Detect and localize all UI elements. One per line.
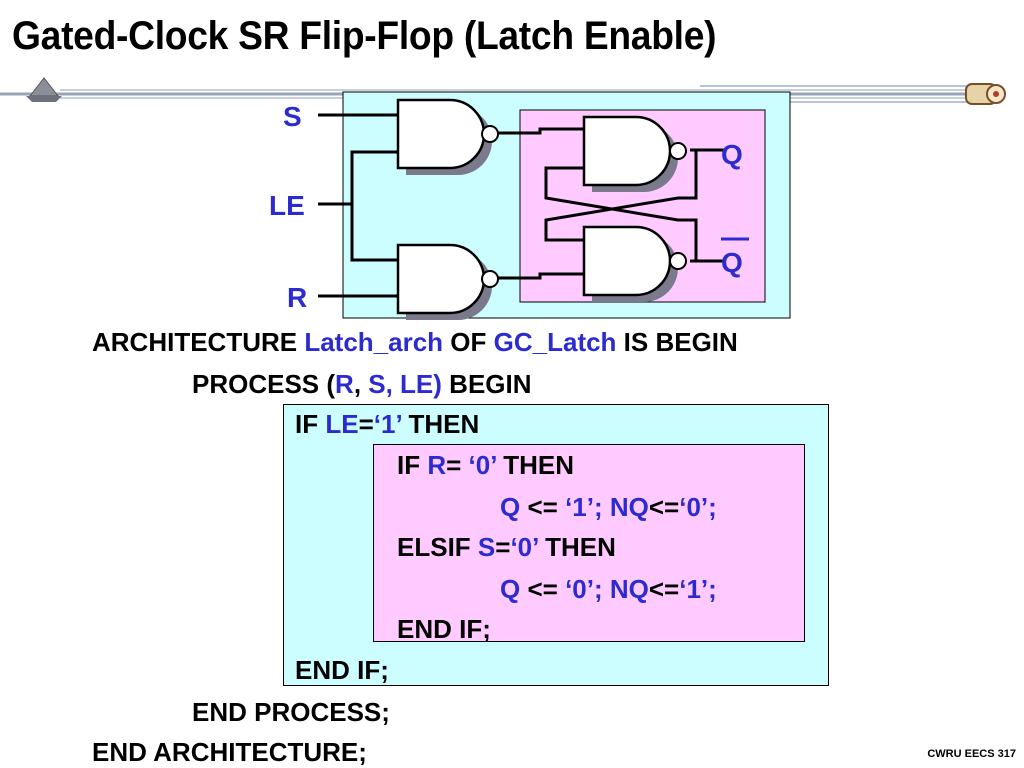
nand-gate-reset <box>396 243 499 320</box>
ship-icon <box>26 77 62 102</box>
output-label-qbar: Q <box>721 247 743 278</box>
code-line-end-if-inner: END IF; <box>397 614 491 644</box>
code-line-architecture: ARCHITECTURE Latch_arch OF GC_Latch IS B… <box>92 327 738 357</box>
nand-gate-qbar <box>582 225 687 302</box>
if-r-block <box>373 444 805 642</box>
code-line-assign-set: Q <= ‘1’; NQ<=‘0’; <box>500 492 717 522</box>
nand-gate-set <box>396 98 499 175</box>
code-line-elsif-s: ELSIF S=‘0’ THEN <box>397 532 616 562</box>
code-line-assign-reset: Q <= ‘0’; NQ<=‘1’; <box>500 574 717 604</box>
code-line-if-le: IF LE=‘1’ THEN <box>295 409 480 439</box>
input-label-r: R <box>287 282 307 313</box>
latch-circuit-diagram: S LE R Q Q <box>269 91 791 320</box>
input-label-le: LE <box>269 190 305 221</box>
slide-title: Gated-Clock SR Flip-Flop (Latch Enable) <box>12 14 717 58</box>
probe-icon <box>965 83 1006 105</box>
input-label-s: S <box>283 101 302 132</box>
code-line-process: PROCESS (R, S, LE) BEGIN <box>192 369 532 399</box>
slide-footer: CWRU EECS 317 <box>927 748 1016 760</box>
code-line-if-r: IF R= ‘0’ THEN <box>397 450 575 480</box>
nand-gate-q <box>582 115 687 192</box>
code-line-end-process: END PROCESS; <box>192 697 390 727</box>
code-line-end-architecture: END ARCHITECTURE; <box>92 737 367 767</box>
output-label-q: Q <box>721 139 743 170</box>
code-line-end-if-outer: END IF; <box>295 655 389 685</box>
wires <box>318 113 724 298</box>
